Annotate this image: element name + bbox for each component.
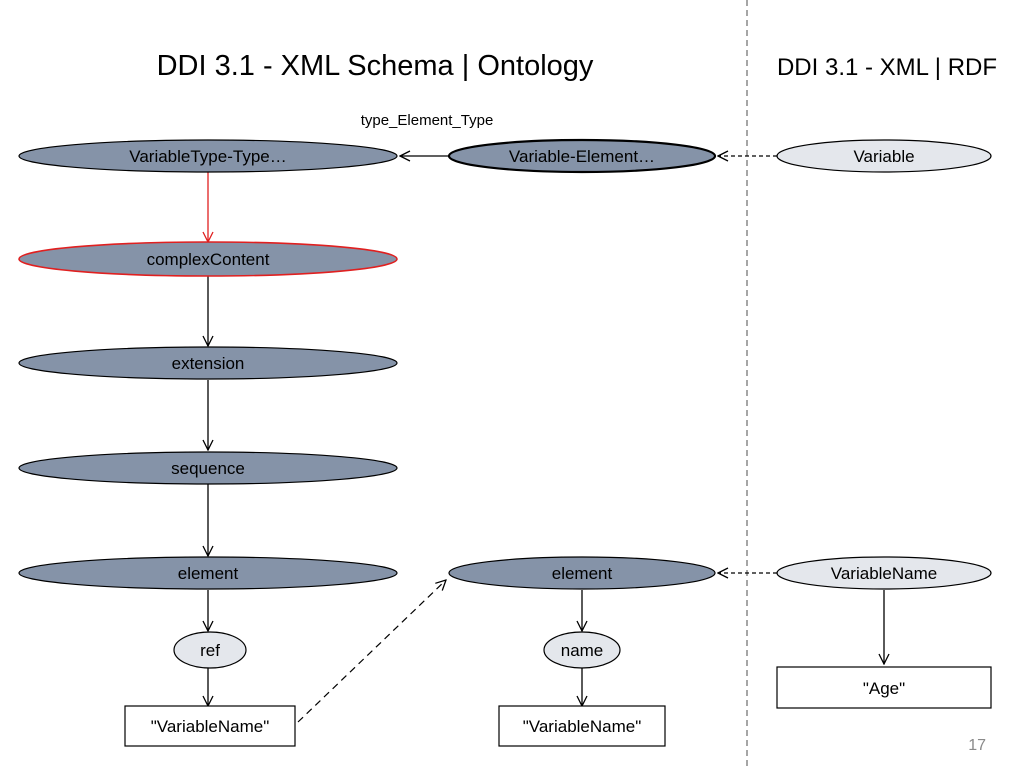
node-extension: extension — [18, 346, 398, 380]
literal-variablename-middle: "VariableName" — [498, 705, 666, 747]
node-label: VariableName — [831, 564, 937, 583]
title-right: DDI 3.1 - XML | RDF — [777, 54, 997, 81]
node-label: name — [561, 641, 604, 660]
node-label: Variable — [853, 147, 914, 166]
node-variabletype-type: VariableType-Type… — [18, 139, 398, 173]
literal-age: "Age" — [776, 666, 992, 709]
node-label: extension — [172, 354, 245, 373]
node-variablename-rdf: VariableName — [776, 556, 992, 590]
node-name: name — [543, 631, 621, 669]
literal-label: "Age" — [863, 679, 905, 698]
node-element-left: element — [18, 556, 398, 590]
edge-label-type-element-type: type_Element_Type — [361, 112, 494, 129]
node-label: VariableType-Type… — [129, 147, 286, 166]
edge-literal-to-element — [297, 580, 446, 723]
page-number: 17 — [968, 737, 986, 754]
title-left: DDI 3.1 - XML Schema | Ontology — [157, 50, 594, 82]
node-variable: Variable — [776, 139, 992, 173]
node-label: element — [552, 564, 613, 583]
literal-label: "VariableName" — [151, 717, 270, 736]
node-ref: ref — [173, 631, 247, 669]
node-label: element — [178, 564, 239, 583]
node-complexcontent: complexContent — [18, 241, 398, 277]
node-label: Variable-Element… — [509, 147, 655, 166]
node-element-middle: element — [448, 556, 716, 590]
literal-variablename-left: "VariableName" — [124, 705, 296, 747]
node-sequence: sequence — [18, 451, 398, 485]
node-label: complexContent — [147, 250, 270, 269]
literal-label: "VariableName" — [523, 717, 642, 736]
node-label: sequence — [171, 459, 245, 478]
node-variable-element: Variable-Element… — [447, 138, 717, 174]
node-label: ref — [200, 641, 220, 660]
